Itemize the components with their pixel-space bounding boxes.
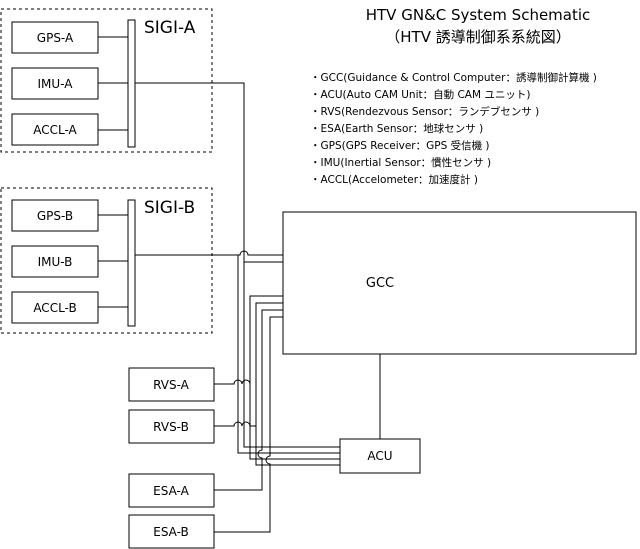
legend-item-rvs: ・RVS(Rendezvous Sensor：ランデブセンサ ) [310,105,539,118]
wire-sigi-b-acu [237,255,340,454]
node-esa-a-label: ESA-A [153,484,189,498]
wire-rvs-b-gcc [214,302,283,427]
wiring [135,82,381,533]
wire-sigi-a-gcc [135,82,283,263]
legend: ・GCC(Guidance & Control Computer：誘導制御計算機… [310,71,597,186]
group-sigi-b-border [0,187,213,334]
node-rvs-a-label: RVS-A [153,378,190,392]
wire-esa-b-gcc [214,316,283,533]
legend-item-accl: ・ACCL(Accelometer：加速度計 ) [310,173,478,186]
node-esa-b-label: ESA-B [153,525,189,539]
diagram-title: HTV GN&C System Schematic [366,6,591,24]
sigi-b-bus [127,199,136,327]
wire-esa-a-gcc [214,309,283,491]
node-rvs-b [128,409,215,444]
node-gps-b [11,199,99,232]
node-gcc-label: GCC [366,276,394,291]
group-sigi-b-label: SIGI-B [144,198,195,218]
node-gps-b-label: GPS-B [37,209,73,223]
node-accl-a-label: ACCL-A [33,123,77,137]
wire-rvs-b-acu [255,426,340,466]
legend-item-gps: ・GPS(GPS Receiver：GPS 受信機 ) [310,139,490,152]
node-acu-label: ACU [367,449,392,463]
group-sigi-a-border [0,8,213,153]
group-sigi-a: SIGI-A GPS-A IMU-A ACCL-A [0,8,213,153]
node-gcc [282,211,637,355]
wire-rvs-a-gcc [214,295,283,385]
node-accl-a [11,113,99,146]
node-accl-b-label: ACCL-B [33,301,76,315]
node-imu-a-label: IMU-A [38,77,74,91]
legend-item-imu: ・IMU(Inertial Sensor：慣性センサ ) [310,156,491,169]
node-imu-a [11,67,99,100]
node-rvs-b-label: RVS-B [153,420,189,434]
sigi-a-bus [127,19,136,148]
node-accl-b [11,291,99,324]
diagram-subtitle: （HTV 誘導制御系系統図） [385,28,570,46]
legend-item-gcc: ・GCC(Guidance & Control Computer：誘導制御計算機… [310,71,597,84]
wire-rvs-a-acu [249,384,340,460]
group-sigi-b: SIGI-B GPS-B IMU-B ACCL-B [0,187,213,334]
legend-item-esa: ・ESA(Earth Sensor：地球センサ ) [310,122,483,135]
group-sigi-a-label: SIGI-A [144,18,196,38]
wire-sigi-b-gcc [135,250,283,256]
legend-item-acu: ・ACU(Auto CAM Unit：自動 CAM ユニット) [310,88,530,101]
node-acu [339,438,421,474]
node-gps-a [11,21,99,54]
node-gps-a-label: GPS-A [37,31,74,45]
wire-sigi-a-acu [243,262,340,448]
node-esa-b [128,514,215,549]
node-imu-b-label: IMU-B [38,255,73,269]
